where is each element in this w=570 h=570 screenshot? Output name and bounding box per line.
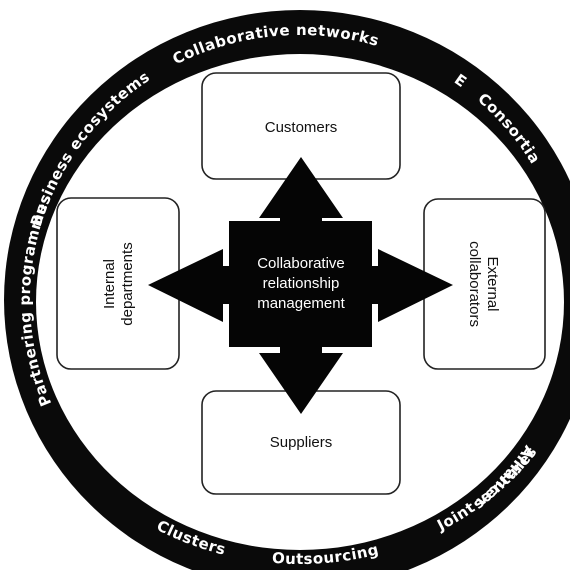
svg-text:collaborators: collaborators xyxy=(466,241,483,327)
center-square xyxy=(229,221,372,347)
arrow-down xyxy=(259,346,343,414)
label-suppliers: Suppliers xyxy=(270,434,333,451)
svg-text:Internal: Internal xyxy=(101,259,118,309)
arrow-up xyxy=(259,157,343,222)
svg-text:departments: departments xyxy=(119,242,136,325)
arrow-left xyxy=(148,249,230,322)
svg-text:External: External xyxy=(484,256,501,311)
center-label-line1: Collaborative xyxy=(257,255,345,272)
center-label-line2: relationship xyxy=(263,275,340,292)
label-internal-departments: Internal departments xyxy=(101,242,136,325)
center-label-line3: management xyxy=(257,295,345,312)
arrow-right xyxy=(371,249,453,322)
label-customers: Customers xyxy=(265,119,338,136)
label-external-collaborators: External collaborators xyxy=(466,241,501,327)
